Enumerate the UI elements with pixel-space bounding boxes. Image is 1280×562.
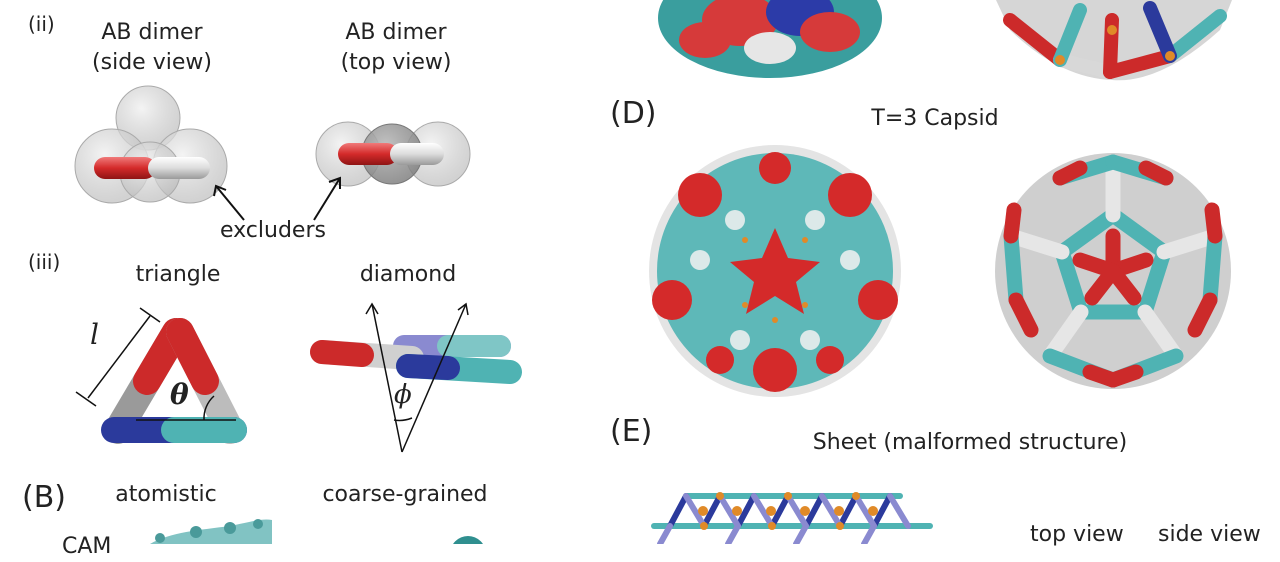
diamond-model bbox=[310, 302, 522, 453]
atomistic-label: atomistic bbox=[115, 482, 217, 507]
figure-graphics bbox=[74, 0, 1232, 544]
triangle-title: triangle bbox=[135, 262, 221, 287]
angle-theta-symbol: θ bbox=[170, 378, 189, 411]
sheet-structure-partial bbox=[651, 492, 933, 544]
panel-b-label: (B) bbox=[22, 480, 66, 515]
sheet-title: Sheet (malformed structure) bbox=[812, 430, 1128, 455]
top-capsid-model-partial bbox=[996, 0, 1232, 81]
coarse-grained-label: coarse-grained bbox=[322, 482, 488, 507]
figure-canvas: (ii) AB dimer (side view) AB dimer (top … bbox=[22, 0, 1261, 559]
length-symbol: l bbox=[90, 318, 99, 351]
ab-dimer-top-title: AB dimer bbox=[345, 20, 447, 45]
excluder-arrows bbox=[213, 176, 341, 221]
coarse-grained-bead-partial bbox=[453, 536, 483, 544]
ab-dimer-side-title: AB dimer bbox=[101, 20, 203, 45]
panel-d-label: (D) bbox=[610, 96, 657, 131]
angle-phi-symbol: ϕ bbox=[394, 380, 412, 410]
ab-dimer-side-view bbox=[74, 85, 228, 204]
triangle-model bbox=[75, 307, 247, 444]
t3-capsid-model bbox=[995, 153, 1231, 389]
excluders-label: excluders bbox=[220, 218, 326, 243]
t3-capsid-title: T=3 Capsid bbox=[871, 106, 999, 131]
panel-e-label: (E) bbox=[610, 414, 653, 449]
subpanel-iii-label: (iii) bbox=[28, 250, 61, 274]
side-view-label: side view bbox=[1158, 522, 1261, 547]
cam-label-partial: CAM bbox=[62, 534, 112, 559]
top-capsid-surface-partial bbox=[658, 0, 882, 78]
t3-capsid-surface bbox=[649, 145, 901, 397]
ab-dimer-top-view bbox=[315, 121, 471, 187]
subpanel-ii-label: (ii) bbox=[28, 12, 55, 36]
diamond-title: diamond bbox=[359, 262, 457, 287]
ab-dimer-side-subtitle: (side view) bbox=[92, 50, 212, 75]
top-view-label: top view bbox=[1030, 522, 1124, 547]
atomistic-structure-partial bbox=[150, 519, 272, 544]
ab-dimer-top-subtitle: (top view) bbox=[340, 50, 452, 75]
